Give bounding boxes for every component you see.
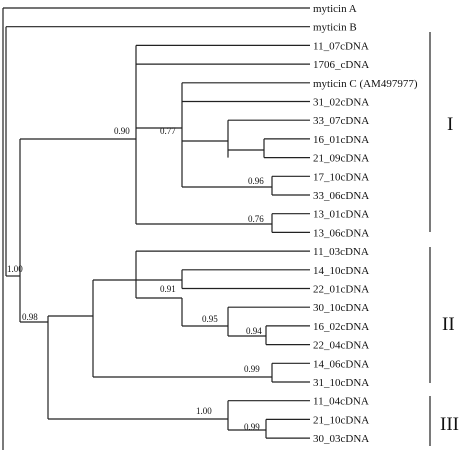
support-value: 0.77 [160, 126, 176, 136]
support-value: 0.99 [244, 422, 260, 432]
leaf-label: 14_10cDNA [313, 265, 369, 277]
leaf-labels: myticin A myticin B 11_07cDNA 1706_cDNAmyti… [313, 3, 418, 445]
leaf-label: 21_09cDNA [313, 153, 369, 165]
leaf-label: 16_02cDNA [313, 321, 369, 333]
tree-branches [2, 7, 310, 450]
leaf-label: 11_07cDNA [313, 40, 369, 52]
clade-label: II [442, 314, 455, 335]
support-value: 0.90 [114, 126, 130, 136]
clade-label: I [447, 114, 453, 135]
support-value: 0.96 [248, 176, 264, 186]
leaf-label: 11_04cDNA [313, 396, 369, 408]
leaf-label: 13_06cDNA [313, 227, 369, 239]
support-value: 1.00 [7, 264, 23, 274]
leaf-label: 21_10cDNA [313, 414, 369, 426]
leaf-label: 1706_cDNA [313, 59, 369, 71]
support-value: 0.94 [246, 326, 262, 336]
leaf-label: 31_02cDNA [313, 97, 369, 109]
leaf-label: 30_03cDNA [313, 433, 369, 445]
leaf-label: 22_01cDNA [313, 284, 369, 296]
leaf-label: 31_10cDNA [313, 377, 369, 389]
support-value: 0.91 [160, 284, 176, 294]
support-value: 0.99 [244, 364, 260, 374]
clade-label: III [440, 414, 459, 435]
leaf-label: 17_10cDNA [313, 171, 369, 183]
leaf-label: 14_06cDNA [313, 358, 369, 370]
support-values: 1.00 0.90 0.77 0.96 0.76 0.98 0.91 0.95 0.94 0.99… [7, 126, 264, 432]
leaf-label: 22_04cDNA [313, 340, 369, 352]
leaf-label: 30_10cDNA [313, 302, 369, 314]
leaf-label: myticin B [313, 22, 357, 34]
support-value: 1.00 [196, 406, 212, 416]
leaf-label: 33_07cDNA [313, 115, 369, 127]
support-value: 0.76 [248, 214, 264, 224]
leaf-label: 16_01cDNA [313, 134, 369, 146]
leaf-label: 13_01cDNA [313, 209, 369, 221]
support-value: 0.98 [22, 312, 38, 322]
support-value: 0.95 [202, 314, 218, 324]
leaf-label: myticin A [313, 3, 357, 15]
leaf-label: 33_06cDNA [313, 190, 369, 202]
leaf-label: myticin C (AM497977) [313, 78, 418, 90]
leaf-label: 11_03cDNA [313, 246, 369, 258]
